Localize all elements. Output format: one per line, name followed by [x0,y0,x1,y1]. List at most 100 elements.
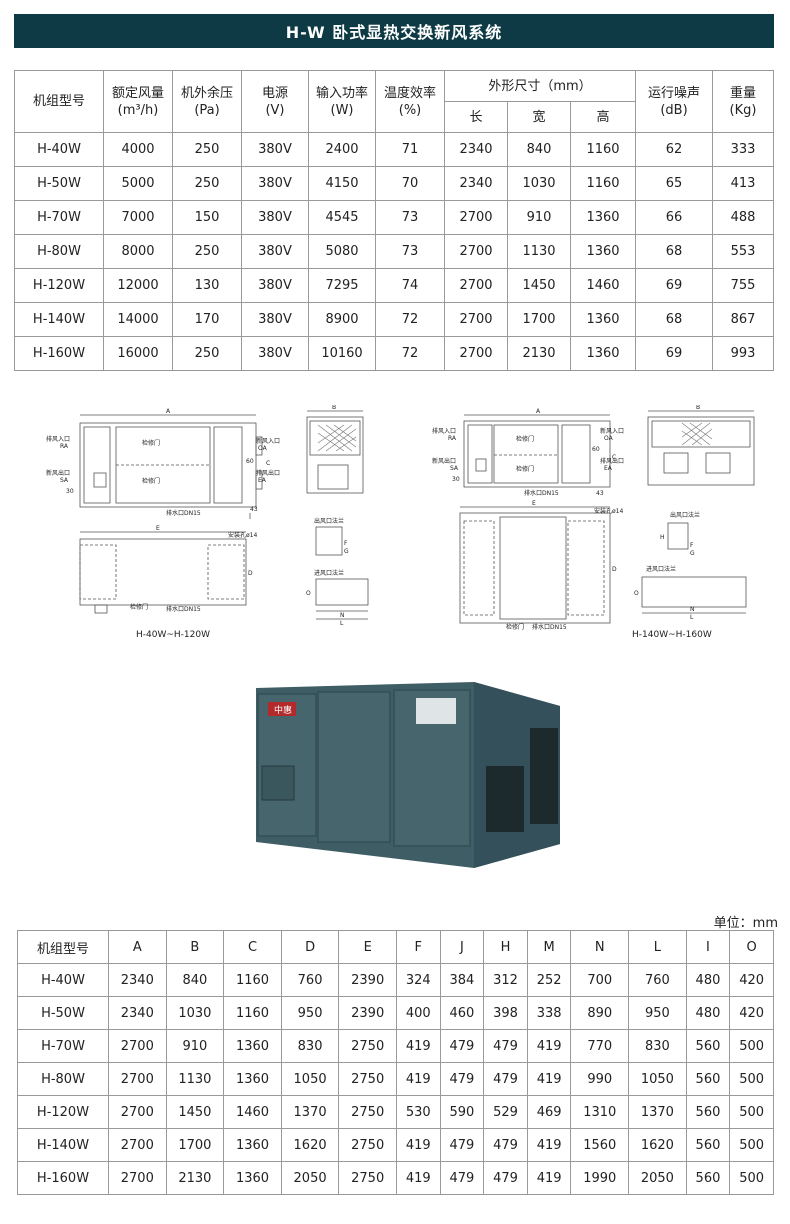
table-cell: 479 [483,1161,528,1195]
table-cell: 1050 [628,1062,687,1096]
label-exhaust-out-r: 排风出口 [600,457,624,465]
table-cell: 1460 [570,268,636,303]
label-exhaust-in-r: 排风入口 [432,427,456,435]
table-cell: 1360 [223,1029,282,1063]
table-cell: 250 [172,234,242,269]
table-cell: 419 [395,1161,441,1195]
table-cell: H-120W [17,1095,109,1129]
col-length: 长 [444,101,508,133]
label-30: 30 [66,488,74,495]
label-inlet-flange-r: 进风口法兰 [646,565,676,573]
label-fresh-out: 新风出口 [46,469,70,477]
table-cell: 1360 [570,200,636,235]
label-A: A [166,408,171,415]
label-service-door-r3: 检修门 [506,623,524,631]
column-header: M [526,930,572,964]
col-input-power: 输入功率(W) [308,70,376,133]
table-cell: 867 [712,302,774,337]
label-service-door-3: 检修门 [130,603,148,611]
label-EA: EA [258,477,267,484]
table-cell: 2700 [108,1029,167,1063]
label-drain-r: 排水口DN15 [524,489,559,497]
table-cell: 10160 [308,336,376,371]
column-header: O [729,930,774,964]
table-cell: 65 [635,166,713,201]
table-cell: 62 [635,132,713,167]
table-cell: 5080 [308,234,376,269]
table-cell: 500 [729,1161,774,1195]
table-cell: 479 [439,1128,485,1162]
table-cell: 250 [172,132,242,167]
label-SA: SA [60,477,69,484]
table-cell: 2130 [165,1161,225,1195]
table-cell: 419 [526,1062,572,1096]
label-G-r: G [690,550,695,557]
table-cell: 380V [241,200,309,235]
table-cell: 16000 [103,336,173,371]
label-43: 43 [250,506,258,513]
label-exhaust-out: 排风出口 [256,469,280,477]
table-cell: 4545 [308,200,376,235]
table-cell: 4000 [103,132,173,167]
column-header: 机组型号 [17,930,109,964]
col-weight: 重量(Kg) [712,70,774,133]
label-F: F [344,540,348,547]
table-cell: 950 [628,996,687,1030]
table-cell: 1130 [507,234,571,269]
table-cell: 419 [526,1128,572,1162]
table-cell: 2400 [308,132,376,167]
table-cell: 398 [483,996,528,1030]
label-A-r: A [536,408,541,415]
table-cell: 479 [439,1161,485,1195]
table-cell: 72 [375,336,445,371]
table-cell: 469 [526,1095,572,1129]
table-cell: 479 [483,1128,528,1162]
table-cell: 170 [172,302,242,337]
column-header: N [570,930,630,964]
drawing-small-units: A B C E D 检修门 检修门 排风入口 RA 新风出口 SA 30 新风入… [46,405,369,640]
label-service-door-r1: 检修门 [516,435,534,443]
spec-table: 机组型号 额定风量(m³/h) 机外余压(Pa) 电源(V) 输入功率(W) 温… [14,70,774,371]
table-cell: 500 [729,1128,774,1162]
table-cell: 252 [526,963,572,997]
table-cell: 2700 [108,1161,167,1195]
table-cell: 400 [395,996,441,1030]
table-cell: 755 [712,268,774,303]
label-L: L [340,620,344,627]
table-cell: 990 [570,1062,630,1096]
label-OA-r: OA [604,435,614,442]
table-cell: 760 [280,963,340,997]
table-cell: H-70W [17,1029,109,1063]
table-cell: 890 [570,996,630,1030]
col-height: 高 [570,101,636,133]
table-cell: 150 [172,200,242,235]
column-header: H [483,930,528,964]
table-cell: 130 [172,268,242,303]
table-cell: 380V [241,336,309,371]
brand-logo: 中惠 [274,704,292,716]
table-cell: 2700 [108,1062,167,1096]
table-cell: 2750 [338,1161,397,1195]
label-C-r: C [612,454,616,461]
table-cell: H-120W [14,268,104,303]
label-60: 60 [246,458,254,465]
label-mount-hole: 安装孔ø14 [228,531,257,539]
label-30-r: 30 [452,476,460,483]
label-outlet-flange: 出风口法兰 [314,517,344,525]
table-cell: 2340 [444,166,508,201]
label-C: C [266,460,270,467]
table-cell: H-40W [17,963,109,997]
table-cell: 1460 [223,1095,282,1129]
column-header: L [628,930,687,964]
table-cell: 2700 [444,268,508,303]
table-cell: 419 [526,1029,572,1063]
column-header: A [108,930,167,964]
table-cell: 68 [635,302,713,337]
table-cell: 380V [241,166,309,201]
